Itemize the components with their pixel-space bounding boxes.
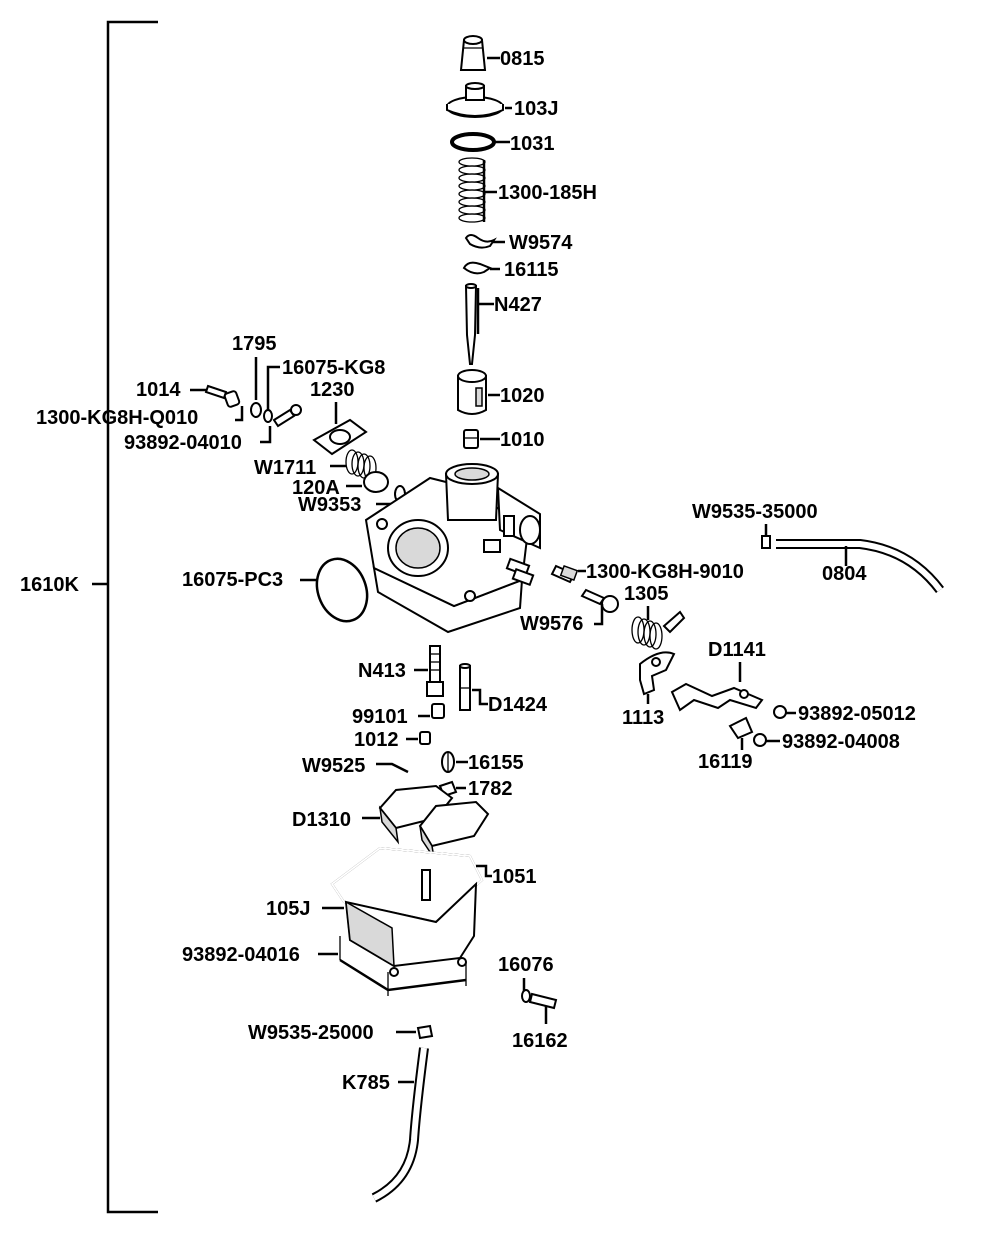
part-D1424-tube	[459, 663, 471, 711]
label-93892-04008: 93892-04008	[782, 731, 900, 753]
label-N427: N427	[494, 294, 542, 316]
label-99101: 99101	[352, 706, 408, 728]
carburetor-body	[364, 463, 541, 634]
label-W9525: W9525	[302, 755, 365, 777]
label-W9574: W9574	[509, 232, 573, 254]
label-1300-KG8H-Q010: 1300-KG8H-Q010	[36, 407, 198, 429]
label-D1141: D1141	[708, 639, 766, 661]
part-N427-needle	[464, 283, 478, 365]
part-D1310-float	[378, 784, 490, 859]
part-1305-spring	[631, 610, 686, 650]
label-1014: 1014	[136, 379, 181, 401]
label-1300-185H: 1300-185H	[498, 182, 597, 204]
label-0815: 0815	[500, 48, 545, 70]
part-16076-oring	[521, 989, 531, 1003]
label-120A: 120A	[292, 477, 340, 499]
part-N413-jet	[426, 645, 444, 697]
label-1300-KG8H-9010: 1300-KG8H-9010	[586, 561, 744, 583]
label-1010: 1010	[500, 429, 545, 451]
label-93892-04010: 93892-04010	[124, 432, 242, 454]
label-1020: 1020	[500, 385, 545, 407]
part-1014-screw	[204, 384, 241, 408]
part-1230-gasket	[312, 418, 368, 456]
label-W9535-25000: W9535-25000	[248, 1022, 374, 1044]
part-K785-hose	[371, 1047, 429, 1203]
label-1610K: 1610K	[20, 574, 79, 596]
label-1031: 1031	[510, 133, 555, 155]
part-120A-washer	[363, 471, 389, 493]
part-93892-05012-screw	[773, 705, 787, 719]
label-W9576: W9576	[520, 613, 583, 635]
part-93892-04008-screw	[753, 733, 767, 747]
label-1051: 1051	[492, 866, 537, 888]
label-D1424: D1424	[488, 694, 548, 716]
label-K785: K785	[342, 1072, 390, 1094]
label-W9353: W9353	[298, 494, 361, 516]
part-1113-lever	[639, 651, 676, 696]
label-D1310: D1310	[292, 809, 351, 831]
part-93892-04010-screw	[272, 404, 302, 428]
label-1795: 1795	[232, 333, 277, 355]
part-W1711-spring	[345, 449, 377, 481]
label-16075-PC3: 16075-PC3	[182, 569, 283, 591]
part-16155-needle-valve	[441, 751, 455, 773]
part-D1141-bracket	[670, 682, 764, 712]
part-93892-04016-screws	[339, 936, 467, 996]
part-1300-185H-spring	[458, 157, 486, 223]
label-W1711: W1711	[254, 457, 316, 479]
part-16115-clip	[462, 261, 493, 275]
label-1782: 1782	[468, 778, 513, 800]
label-1305: 1305	[624, 583, 669, 605]
part-0804-hose	[776, 539, 944, 594]
label-16076: 16076	[498, 954, 554, 976]
label-N413: N413	[358, 660, 406, 682]
label-93892-04016: 93892-04016	[182, 944, 300, 966]
label-16075-KG8: 16075-KG8	[282, 357, 385, 379]
part-1300-KG8H-9010-screw	[550, 564, 579, 584]
part-W9574-clip	[464, 234, 497, 249]
part-105J-float-bowl	[344, 869, 478, 977]
part-99101-jet	[431, 703, 445, 719]
label-1012: 1012	[354, 729, 399, 751]
label-16162: 16162	[512, 1030, 568, 1052]
label-W9535-35000: W9535-35000	[692, 501, 818, 523]
part-W9576-screw	[580, 588, 619, 613]
label-103J: 103J	[514, 98, 559, 120]
label-105J: 105J	[266, 898, 311, 920]
label-93892-05012: 93892-05012	[798, 703, 916, 725]
part-16075-KG8	[263, 409, 273, 423]
label-16115: 16115	[504, 259, 559, 281]
assembly-bracket	[92, 20, 158, 1214]
part-1020-slide	[457, 369, 487, 415]
part-W9535-35000-clip	[761, 535, 771, 549]
part-16119-clamp	[728, 716, 754, 740]
part-1012-jet	[419, 731, 431, 745]
part-1031-ring	[450, 132, 496, 152]
part-0815-cap	[459, 35, 487, 71]
label-16155: 16155	[468, 752, 524, 774]
label-1113: 1113	[622, 707, 664, 729]
part-16162-screw	[528, 992, 558, 1010]
label-1230: 1230	[310, 379, 355, 401]
part-W9535-25000-clip	[416, 1024, 434, 1040]
part-16075-PC3-oring	[315, 557, 369, 623]
part-1051-gasket	[330, 846, 484, 924]
label-0804: 0804	[822, 563, 867, 585]
label-16119: 16119	[698, 751, 753, 773]
part-103J-top	[446, 82, 504, 118]
part-1795-oring	[250, 402, 262, 418]
part-1010-jet	[463, 429, 479, 449]
